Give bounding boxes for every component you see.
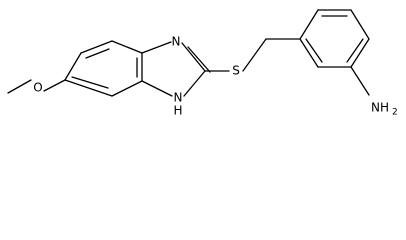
aniline-ring-bond-4 — [350, 38, 370, 68]
methoxy-oxygen-bond-1 — [43, 79, 66, 92]
imidazole-bond-4 — [183, 70, 206, 97]
aniline-ring-inner-2 — [346, 38, 364, 63]
aniline-ring-inner-3 — [305, 38, 323, 63]
imidazole-nh-hydrogen-label: H — [173, 104, 182, 118]
methyl-bond — [7, 79, 32, 94]
molecule-canvas: O N S N H NH 2 — [7, 9, 398, 118]
chemical-structure: O N S N H NH 2 — [7, 9, 398, 118]
imidazole-bond-2 — [181, 42, 206, 72]
thioether-bond-2 — [242, 38, 267, 72]
atom-labels: O N S N H NH 2 — [33, 35, 397, 118]
imidazole-top-nitrogen-label: N — [172, 35, 181, 49]
methoxy-oxygen-label: O — [33, 81, 42, 95]
imidazole-bond-5 — [141, 80, 173, 97]
benzene-ring-bond-1 — [64, 52, 82, 81]
amine-label: NH — [371, 101, 389, 115]
imidazole-bond-1 — [141, 41, 172, 54]
aniline-ring-bond-6 — [299, 38, 319, 68]
aniline-ring-bond-3 — [350, 9, 370, 40]
benzene-ring-inner-3 — [71, 76, 109, 89]
benzene-ring-inner-1 — [85, 48, 110, 59]
benzene-ring-bond-5 — [111, 80, 143, 97]
imidazole-nh-nitrogen-label: N — [174, 91, 183, 105]
benzene-ring-bond-3 — [111, 40, 143, 54]
amine-subscript-label: 2 — [392, 108, 398, 118]
aniline-ring-bond-1 — [299, 9, 319, 40]
amino-bond — [350, 66, 370, 96]
benzene-ring-bond-2 — [80, 40, 113, 54]
benzene-ring-bond-6 — [64, 79, 113, 97]
sulfur-label: S — [232, 64, 240, 78]
imidazole-bond-3 — [187, 46, 211, 73]
bonds — [7, 9, 370, 97]
